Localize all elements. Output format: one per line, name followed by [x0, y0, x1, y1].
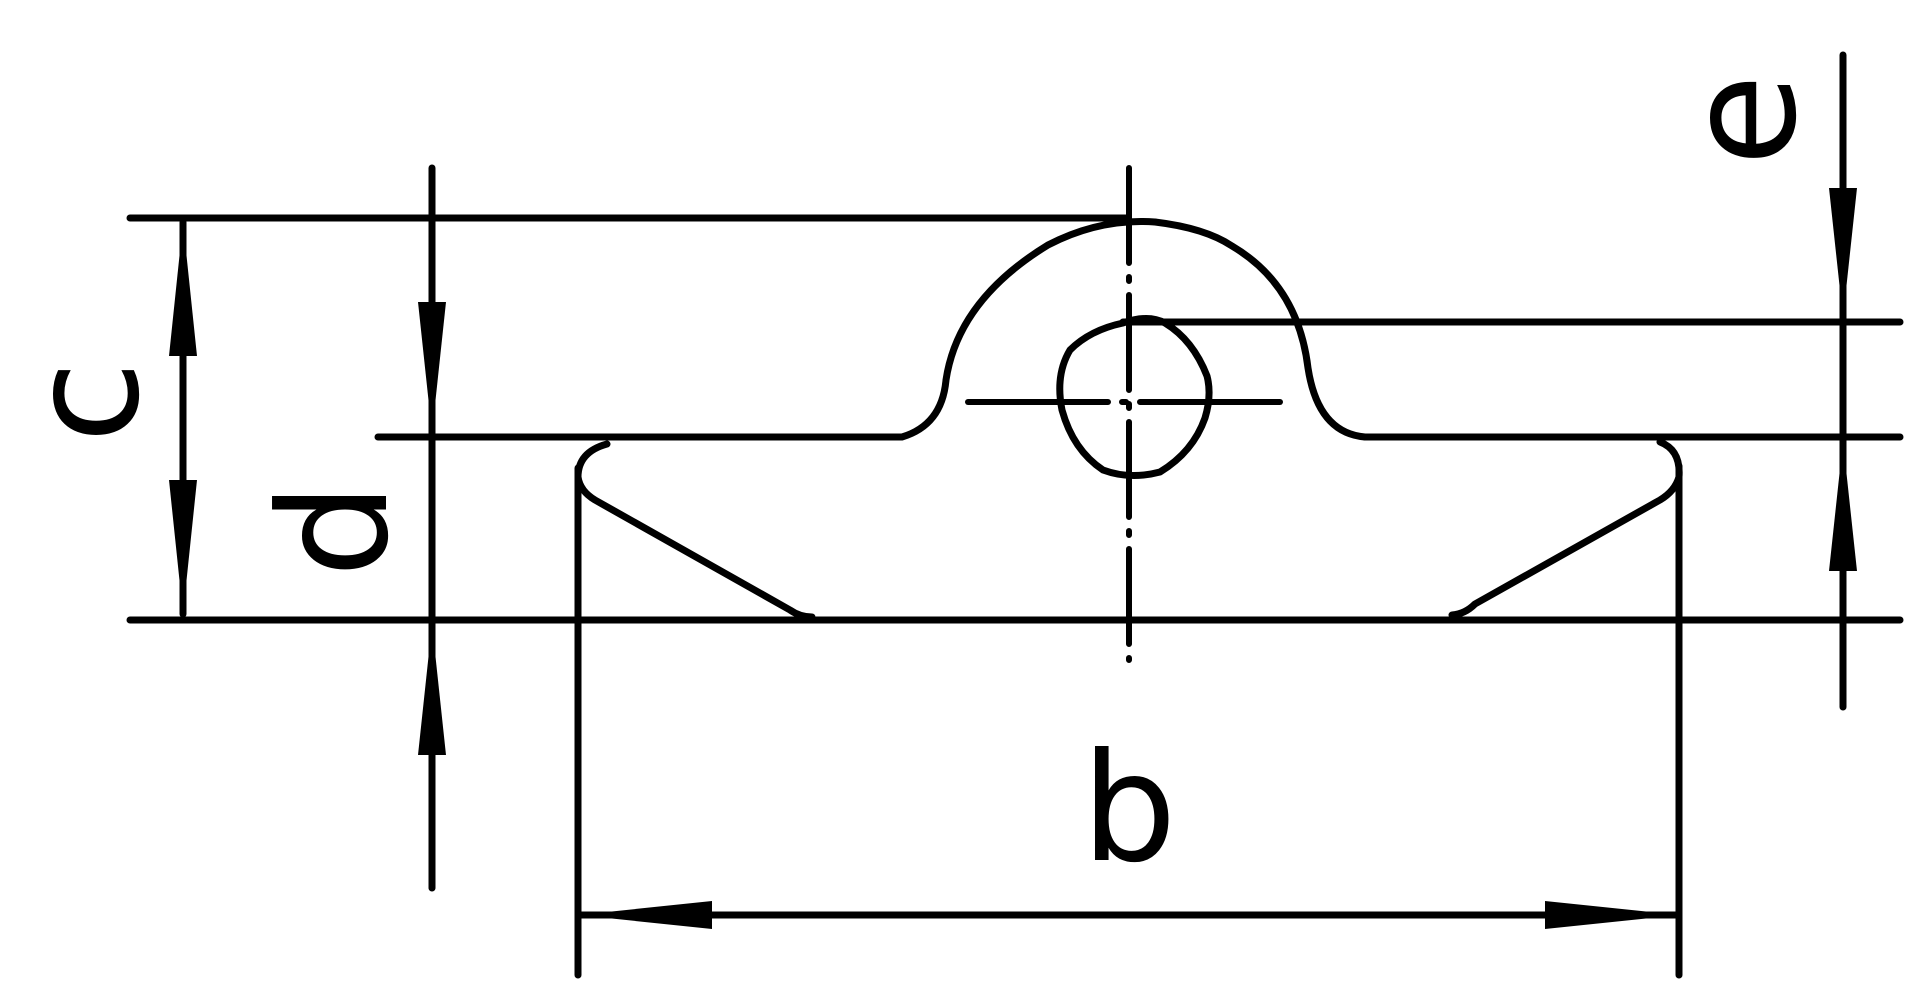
outline-left-shoulder [374, 218, 1159, 441]
left-chamfer [574, 440, 816, 621]
dim-e-arrow-top [1829, 188, 1857, 318]
dim-e-label: e [1656, 74, 1830, 166]
centerlines [965, 165, 1293, 663]
dimension-c: c [0, 218, 197, 618]
dim-c-arrow-top [169, 222, 197, 356]
dim-c-arrow-bottom [169, 480, 197, 614]
dimension-d: d [248, 164, 446, 892]
dim-b-arrow-right [1545, 901, 1679, 929]
hole-circle [1056, 315, 1213, 479]
dim-d-arrow-bottom [418, 624, 446, 755]
dimension-b: b [574, 722, 1683, 929]
dim-b-arrow-left [578, 901, 712, 929]
dimension-e: e [1656, 51, 1857, 711]
dim-c-label: c [0, 361, 173, 443]
part-outline [126, 218, 1904, 624]
extension-lines [126, 214, 1904, 979]
dim-e-arrow-bottom [1829, 441, 1857, 571]
dim-d-arrow-top [418, 302, 446, 433]
dim-d-label: d [248, 482, 422, 577]
dim-b-label: b [1081, 722, 1176, 896]
right-chamfer [1448, 438, 1683, 619]
outline-arc-right [1151, 218, 1369, 441]
